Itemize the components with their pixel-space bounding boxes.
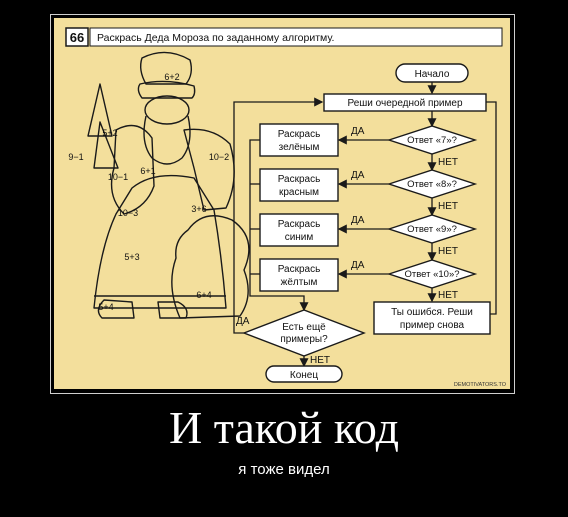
check-label: Ответ «9»? [407, 224, 457, 235]
decision-more-examples [242, 309, 366, 357]
yes-label: ДА [236, 316, 250, 327]
check-label: Ответ «7»? [407, 135, 457, 146]
error-label: пример снова [400, 320, 465, 331]
task-number: 66 [70, 30, 84, 45]
no-label: НЕТ [438, 246, 458, 257]
action-red-box [259, 168, 339, 202]
decision-answer-8 [386, 169, 478, 199]
fir-tree [87, 83, 119, 169]
yes-label: ДА [351, 260, 365, 271]
no-label: НЕТ [438, 290, 458, 301]
check-label: Ответ «10»? [404, 269, 459, 280]
decision-answer-9 [386, 214, 478, 244]
task-header: 66 Раскрась Деда Мороза по заданному алг… [65, 27, 503, 47]
poster-title: И такой код [168, 402, 400, 453]
task-text: Раскрась Деда Мороза по заданному алгори… [97, 32, 334, 44]
task-number-box [65, 27, 89, 47]
poster-subtitle: я тоже видел [238, 461, 330, 478]
next-example-label: Реши очередной пример [347, 98, 462, 109]
action-green-box [259, 123, 339, 157]
watermark: DEMOTIVATORS.TO [454, 382, 507, 388]
action-label: Раскрась [278, 264, 321, 275]
flowchart-labels: Начало Реши очередной пример Ответ «7»? … [236, 69, 473, 381]
region-label: 6+4 [196, 290, 211, 300]
santa-beard [143, 115, 191, 165]
error-label: Ты ошибся. Реши [391, 306, 473, 318]
region-label: 6+1 [140, 166, 155, 176]
region-label: 5+3 [124, 252, 139, 262]
decision-answer-7 [386, 125, 478, 155]
flowchart-connectors [233, 82, 497, 368]
santa-left-boot [97, 299, 135, 319]
santa-left-sleeve [110, 124, 155, 215]
region-label: 10−1 [108, 172, 128, 182]
error-box [373, 301, 491, 335]
action-label: Раскрась [278, 219, 321, 230]
textbook-picture: 66 Раскрась Деда Мороза по заданному алг… [54, 18, 510, 389]
region-label: 6+2 [164, 72, 179, 82]
gift-sack [171, 215, 250, 319]
action-blue-box [259, 213, 339, 247]
action-yellow-box [259, 258, 339, 292]
region-label: 5+4 [98, 302, 113, 312]
region-label: 10−2 [209, 152, 229, 162]
action-label: красным [279, 187, 319, 198]
santa-region-labels: 6+2 5+2 9−1 10−2 10−1 6+1 3+6 10−3 5+3 6… [68, 72, 229, 312]
decision-answer-10 [386, 259, 478, 289]
santa-face [144, 95, 190, 125]
action-label: синим [285, 232, 314, 243]
action-label: Раскрась [278, 129, 321, 140]
no-label: НЕТ [438, 157, 458, 168]
no-label: НЕТ [438, 201, 458, 212]
santa-right-boot [157, 301, 188, 319]
santa-coat [93, 174, 227, 309]
task-text-box [89, 27, 503, 47]
poster-frame [50, 14, 515, 394]
yes-label: ДА [351, 215, 365, 226]
end-terminal [265, 365, 343, 383]
yes-label: ДА [351, 126, 365, 137]
action-label: Раскрась [278, 174, 321, 185]
region-label: 9−1 [68, 152, 83, 162]
start-label: Начало [415, 69, 450, 80]
no-label: НЕТ [310, 355, 330, 366]
start-terminal [395, 63, 469, 83]
santa-claus-drawing [87, 51, 250, 319]
more-examples-label: Есть ещё [282, 322, 326, 333]
santa-right-sleeve [183, 128, 235, 211]
flowchart-shapes [242, 63, 491, 383]
santa-hat [139, 51, 193, 85]
region-label: 5+2 [102, 128, 117, 138]
yes-label: ДА [351, 170, 365, 181]
action-label: зелёным [279, 142, 320, 153]
next-example-box [323, 93, 487, 112]
check-label: Ответ «8»? [407, 179, 457, 190]
region-label: 3+6 [191, 204, 206, 214]
more-examples-label: примеры? [280, 334, 328, 345]
end-label: Конец [290, 370, 318, 381]
region-label: 10−3 [118, 208, 138, 218]
action-label: жёлтым [281, 277, 318, 288]
santa-hat-trim [137, 80, 196, 99]
